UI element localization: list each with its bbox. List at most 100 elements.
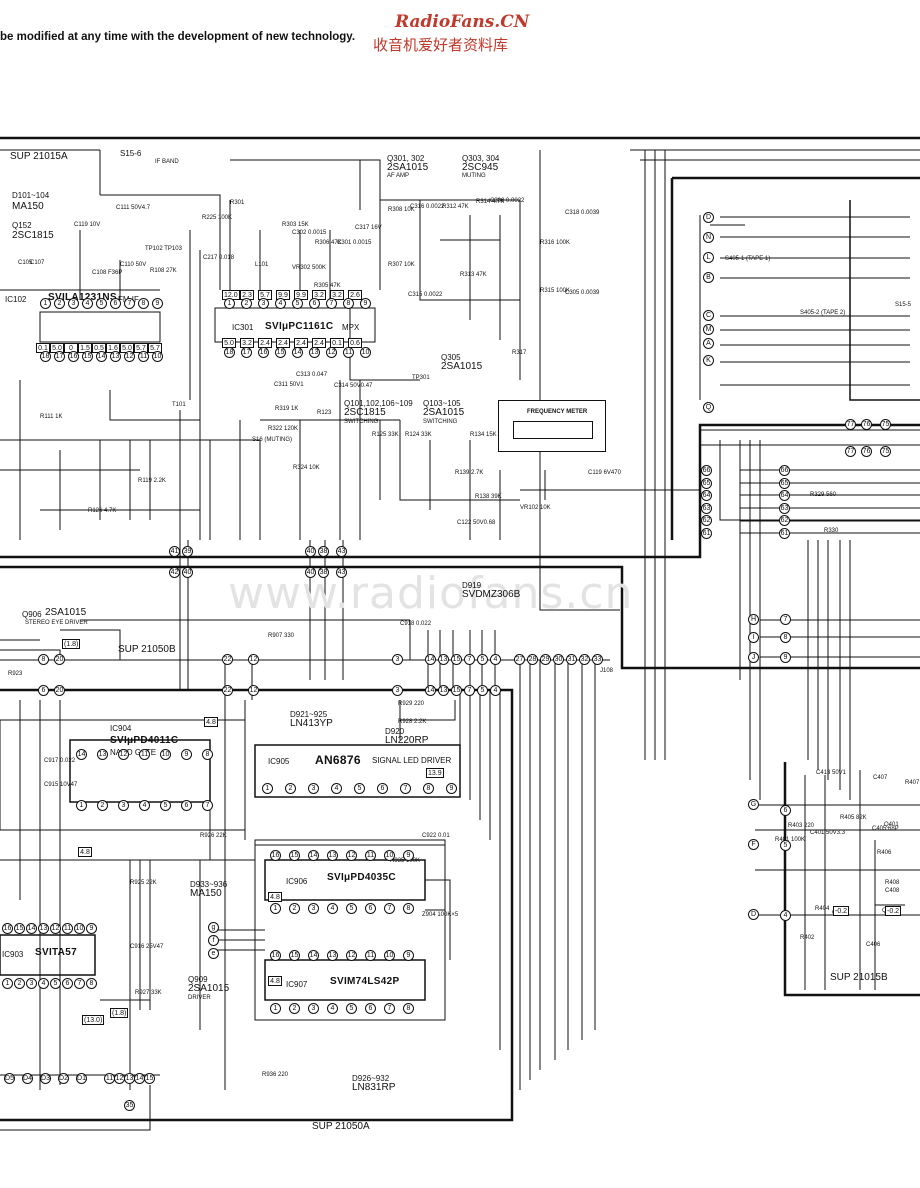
d101-part: MA150 — [12, 201, 44, 212]
component-label: Z904 100K×5 — [422, 912, 459, 918]
ic905-pin-voltage: 13.9 — [426, 768, 444, 778]
q301-part: 2SA1015 — [387, 162, 429, 173]
q909-label: Q909 — [188, 975, 208, 984]
q909-voltage: (13.0) — [82, 1015, 105, 1025]
d919-label: D919 — [462, 581, 482, 590]
component-label: C315 0.0022 — [408, 292, 443, 298]
ic903-digit-pin: D2 — [58, 1073, 69, 1084]
ic903-pin: 3 — [26, 978, 37, 989]
terminal-39: 39 — [182, 546, 193, 557]
ic904-pin: 7 — [202, 800, 213, 811]
ic102-pin: 16 — [68, 351, 79, 362]
component-label: C105 — [18, 260, 33, 266]
component-label: C314 50V0.47 — [334, 383, 373, 389]
terminal-65: 65 — [701, 477, 712, 489]
q301-label: Q301, 302 — [387, 154, 425, 163]
bus-terminal-13: 13 — [438, 685, 449, 696]
terminal-9: 9 — [780, 652, 791, 663]
terminal-8: 8 — [780, 632, 791, 643]
terminal-6: 6 — [780, 805, 791, 816]
ic904-part: SVIμPD4011C — [110, 735, 179, 746]
q152-part: 2SC1815 — [12, 230, 54, 241]
connector-a: A — [703, 338, 714, 349]
ic102-part: SVILA1231NS — [48, 292, 117, 303]
bus-terminal-14: 14 — [425, 654, 436, 665]
terminal-66: 66 — [779, 465, 790, 476]
bus-terminal-20: 20 — [54, 654, 65, 665]
bus-terminal-30: 30 — [553, 654, 564, 665]
terminal-64: 64 — [701, 490, 712, 501]
d933-part: MA150 — [190, 888, 222, 899]
terminal-77: 77 — [845, 419, 856, 430]
ic907-pin: 2 — [289, 1003, 300, 1014]
if-band-label: IF BAND — [155, 159, 179, 165]
d921-part: LN413YP — [290, 718, 333, 729]
ic904-pin: 5 — [160, 800, 171, 811]
component-label: C406 — [866, 942, 881, 948]
ic903-pin: 11 — [62, 923, 73, 934]
terminal-61: 61 — [701, 527, 712, 539]
component-label: R301 — [230, 200, 245, 206]
ic301-pin-voltage: 0.6 — [348, 338, 362, 348]
component-label: R403 220 — [788, 823, 815, 829]
bus-terminal-22: 22 — [222, 685, 233, 696]
ic904-pin: 8 — [202, 749, 213, 760]
q906-voltage: (1.8) — [62, 639, 81, 649]
connector-h: H — [748, 614, 759, 625]
ic904-pin: 1 — [76, 800, 87, 811]
d926-part: LN831RP — [352, 1082, 396, 1093]
component-label: R313 47K — [460, 272, 487, 278]
ic904-pin: 6 — [181, 800, 192, 811]
connector-f: F — [748, 839, 759, 850]
component-label: R306 47K — [315, 240, 342, 246]
component-label: R926 22K — [200, 833, 227, 839]
s15-label: S15-6 — [120, 149, 142, 158]
connector-i: I — [748, 632, 759, 643]
bus-terminal-14: 14 — [425, 685, 436, 696]
ic906-pin: 16 — [270, 850, 281, 861]
ic301-pin: 4 — [275, 298, 286, 309]
terminal-40: 40 — [182, 567, 193, 578]
component-label: C413 50V1 — [816, 770, 847, 776]
connector-k: K — [703, 355, 714, 366]
ic301-pin: 12 — [326, 347, 337, 358]
component-label: C313 0.047 — [296, 372, 328, 378]
terminal-63: 63 — [701, 502, 712, 514]
ic301-pin: 15 — [275, 347, 286, 358]
terminal-62: 62 — [701, 515, 712, 526]
component-label: R305 47K — [314, 283, 341, 289]
ic301-pin: 6 — [309, 298, 320, 309]
component-label: R138 39K — [475, 494, 502, 500]
terminal-63: 63 — [779, 502, 790, 514]
ic102-pin: 17 — [54, 351, 65, 362]
ic906-pin: 13 — [327, 850, 338, 861]
bus-terminal-15: 15 — [451, 685, 462, 696]
ic906-pin: 12 — [346, 850, 357, 861]
component-label: C119 6V470 — [588, 470, 621, 476]
connector-f: f — [208, 935, 219, 946]
j108-label: J108 — [600, 668, 614, 674]
q101-label: Q101,102,106~109 — [344, 399, 413, 408]
component-label: R225 100K — [202, 215, 233, 221]
q103-func: SWITCHING — [423, 419, 458, 425]
ic907-pin: 8 — [403, 1003, 414, 1014]
ic904-pin: 11 — [139, 749, 150, 760]
component-label: R126 4.7K — [88, 508, 117, 514]
ic904-pin: 10 — [160, 749, 171, 760]
d926-label: D926~932 — [352, 1074, 390, 1083]
component-label: C922 0.01 — [422, 833, 450, 839]
component-label: R123 — [317, 410, 332, 416]
q909-voltage: (1.8) — [110, 1008, 129, 1018]
terminal-66: 66 — [701, 465, 712, 476]
component-label: R407 100K — [905, 780, 920, 786]
bus-terminal-22: 22 — [222, 654, 233, 665]
component-label: R405 82K — [840, 815, 867, 821]
component-label: R317 — [512, 350, 527, 356]
q305-label: Q305 — [441, 353, 461, 362]
connector-g: g — [208, 922, 219, 933]
ic903-pin: 14 — [26, 923, 37, 934]
connector-c: C — [703, 310, 714, 321]
ic907-pin: 4 — [327, 1003, 338, 1014]
ic907-pin: 6 — [365, 1003, 376, 1014]
component-label: R316 100K — [540, 240, 571, 246]
